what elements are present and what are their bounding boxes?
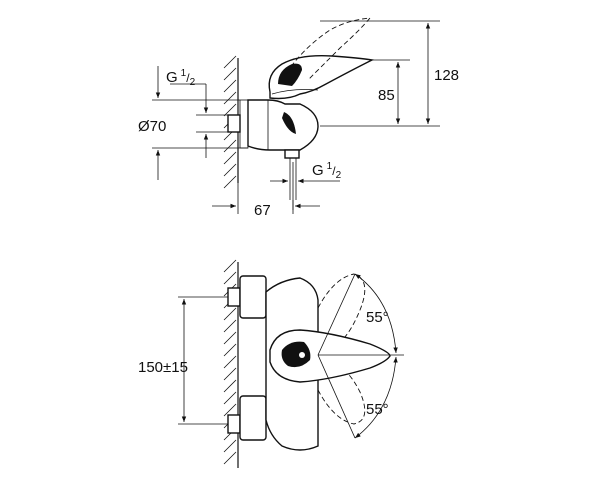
angle-bottom-label: 55°: [366, 401, 389, 418]
height-total-label: 128: [434, 67, 459, 84]
height-outlet-label: 85: [378, 87, 395, 104]
wall-rosette: [239, 99, 249, 149]
projection-label: 67: [254, 202, 271, 219]
angle-line-top: [317, 273, 356, 356]
lever-dot: [299, 352, 305, 358]
eccentric-bottom: [239, 395, 267, 441]
angle-arc-top: [354, 273, 398, 354]
front-view: 55° 55° 150±15: [138, 259, 404, 468]
centers-label: 150±15: [138, 359, 188, 376]
mixer-body-side: [247, 99, 319, 151]
lever-raised-outline: [281, 17, 372, 81]
dimension-diameter: Ø70: [138, 118, 248, 180]
angle-top-label: 55°: [366, 309, 389, 326]
dimension-height-total: 128: [320, 20, 459, 127]
angle-arc-bottom: [354, 356, 398, 439]
lever-hinge: [271, 89, 319, 95]
inlet-connector: [227, 114, 241, 133]
lever-shadow: [278, 63, 302, 86]
inlet-connector-bottom: [227, 414, 241, 434]
dimension-centers: 150±15: [138, 296, 228, 425]
angle-line-bottom: [317, 354, 356, 439]
lever-logo: [281, 341, 311, 368]
inlet-connector-top: [227, 287, 241, 307]
body-detail: [282, 112, 296, 134]
eccentric-top: [239, 275, 267, 319]
dimension-height-outlet: 85: [372, 59, 410, 124]
outlet-spout: [284, 149, 300, 159]
diameter-label: Ø70: [138, 118, 166, 135]
dimension-projection: 67: [212, 183, 320, 219]
